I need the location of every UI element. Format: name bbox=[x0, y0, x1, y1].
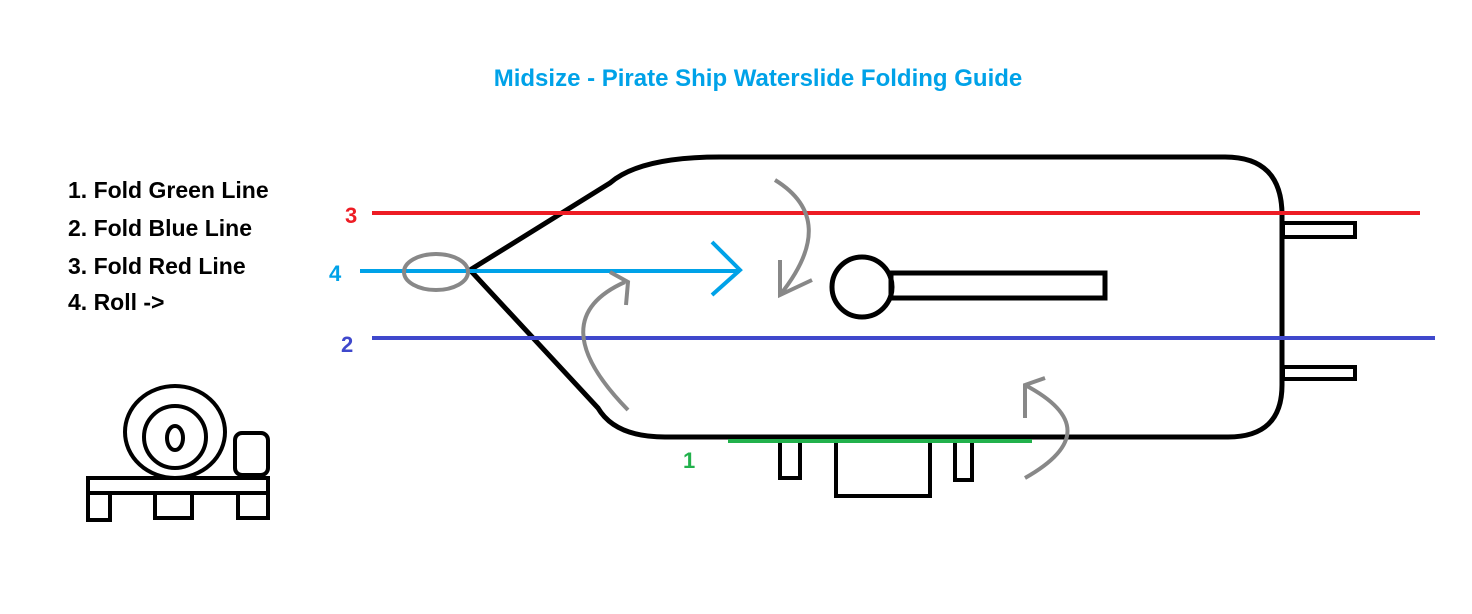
roll-label: 4 bbox=[329, 261, 342, 286]
bottom-entrance bbox=[834, 435, 932, 498]
guide-title: Midsize - Pirate Ship Waterslide Folding… bbox=[494, 65, 1023, 92]
red-fold-label: 3 bbox=[345, 203, 357, 228]
blue-fold-label: 2 bbox=[341, 332, 353, 357]
fold-arrow-bottom-icon bbox=[1023, 376, 1070, 480]
fold-arrow-top-icon bbox=[773, 178, 813, 299]
bottom-tab-right bbox=[953, 435, 974, 482]
slide-lane bbox=[888, 270, 1108, 301]
fold-arrow-left-icon bbox=[581, 270, 631, 412]
roll-arrow bbox=[360, 240, 743, 297]
slide-pool-circle bbox=[829, 254, 895, 320]
right-anchor-bottom bbox=[1281, 365, 1357, 381]
bottom-tab-left bbox=[778, 435, 802, 480]
step-1: 1. Fold Green Line bbox=[68, 177, 269, 203]
steps-list: 1. Fold Green Line 2. Fold Blue Line 3. … bbox=[68, 177, 269, 315]
ship-outline bbox=[466, 154, 1357, 498]
roll-start-circle bbox=[402, 252, 470, 292]
green-fold-label: 1 bbox=[683, 448, 695, 473]
step-3: 3. Fold Red Line bbox=[68, 253, 246, 279]
rolled-slide-icon bbox=[86, 384, 270, 522]
step-4: 4. Roll -> bbox=[68, 289, 165, 315]
right-anchor-top bbox=[1281, 221, 1357, 239]
step-2: 2. Fold Blue Line bbox=[68, 215, 252, 241]
